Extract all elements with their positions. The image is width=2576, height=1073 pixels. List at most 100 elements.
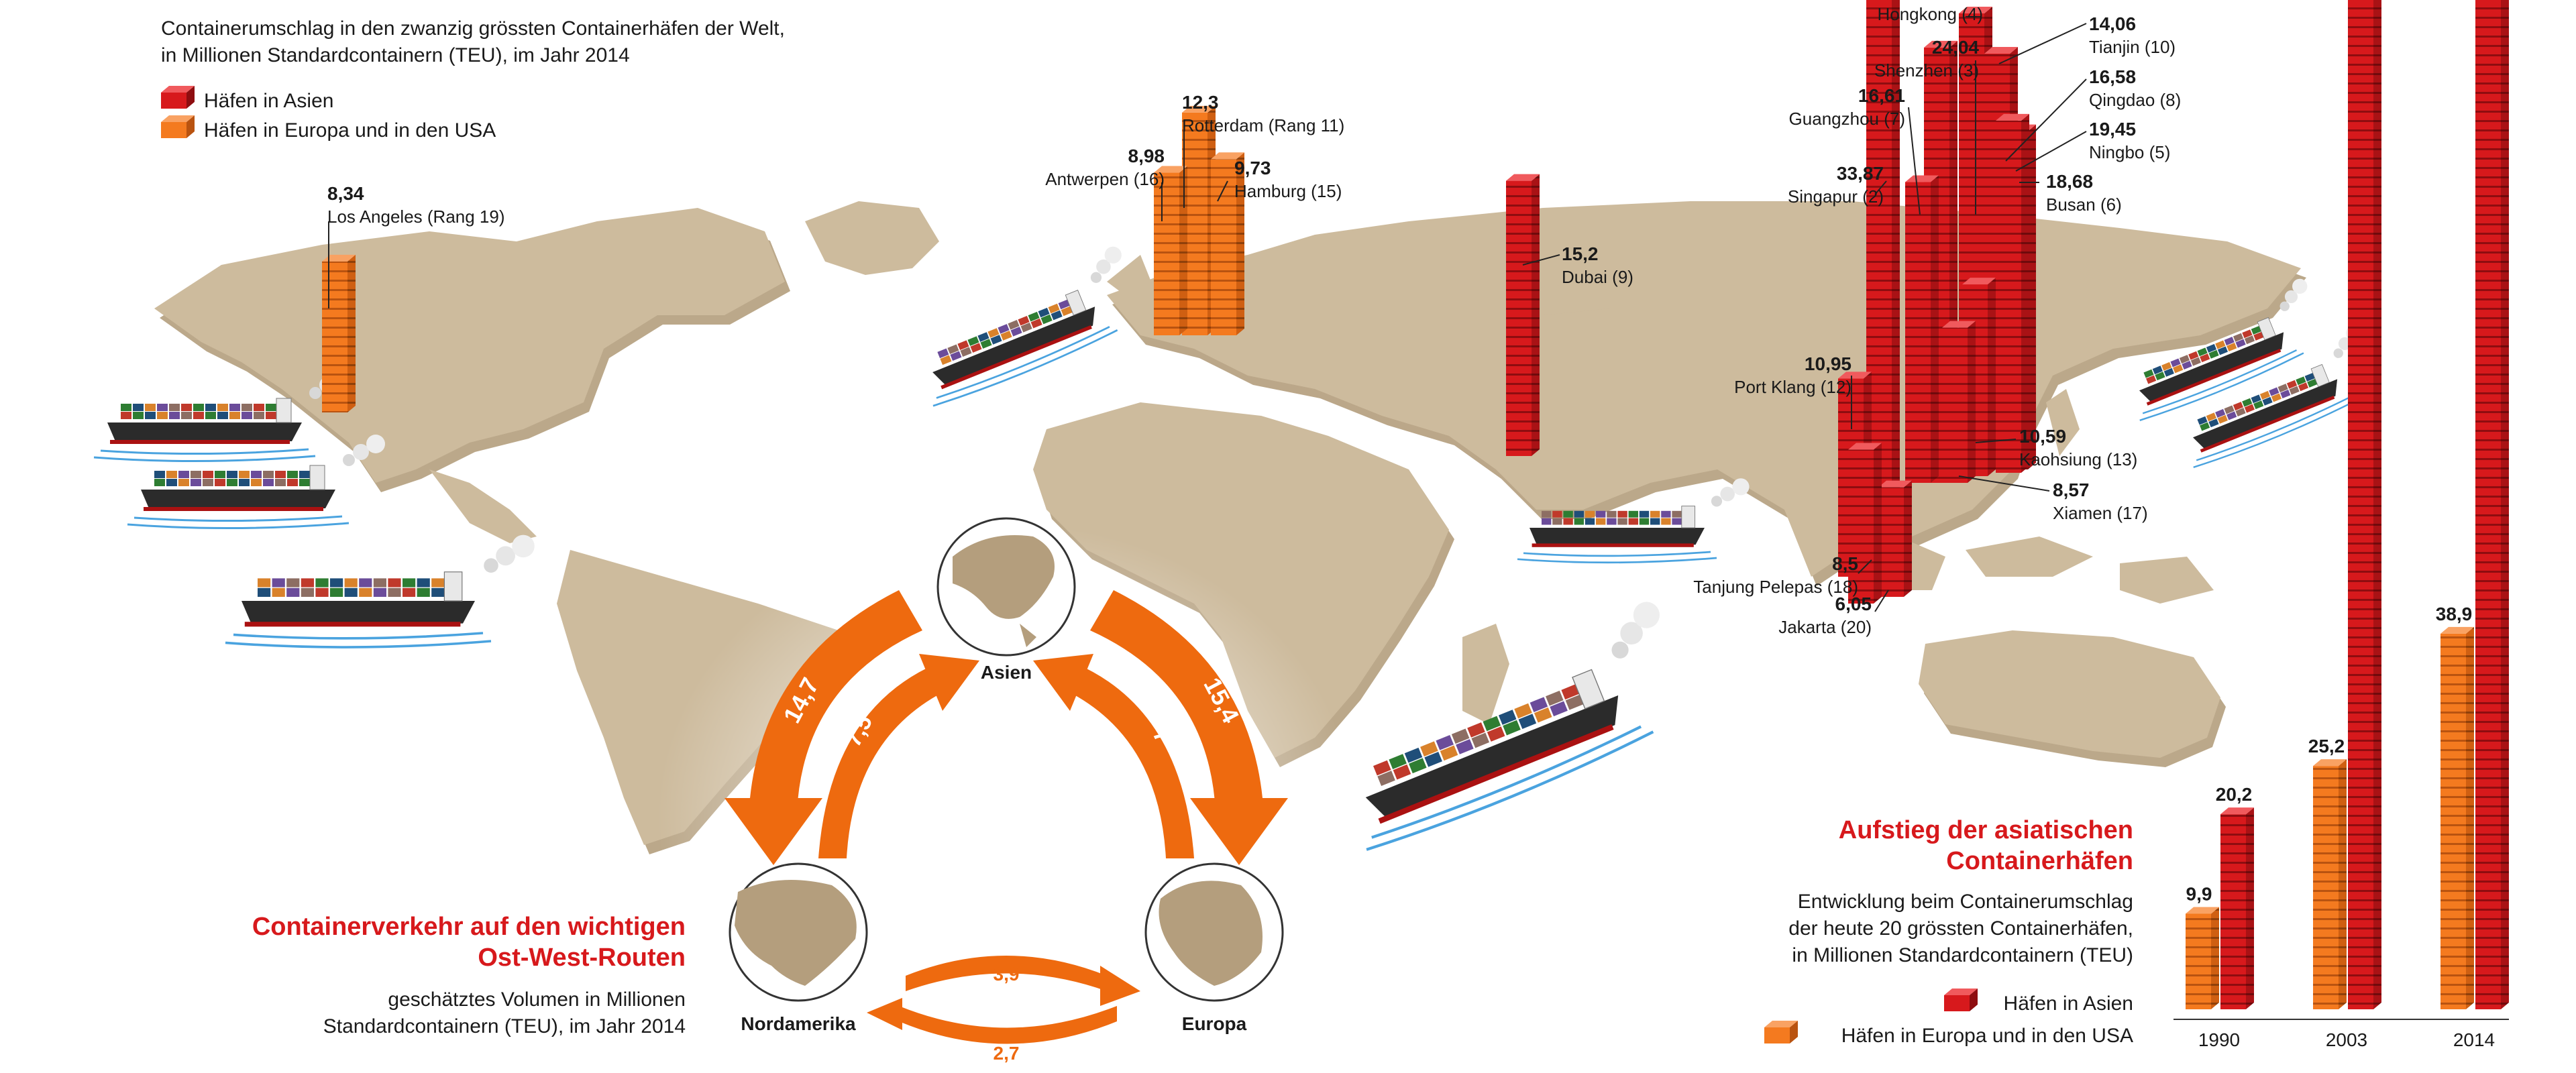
flow-subtitle-line-2: Standardcontainern (TEU), im Jahr 2014 [323, 1015, 686, 1037]
rise-value-europe-usa-2003: 25,2 [2308, 736, 2345, 756]
port-value-guangzhou: 16,61 [1858, 85, 1905, 106]
rise-year-1990: 1990 [2198, 1029, 2240, 1050]
port-value-qingdao: 16,58 [2089, 66, 2136, 87]
rise-legend-asia-swatch [1944, 989, 1978, 1011]
port-leader-kaohsiung [1975, 439, 2017, 443]
rise-bar-asia-2014 [2475, 0, 2509, 1009]
legend-asia-label: Häfen in Asien [204, 90, 333, 112]
rise-year-2003: 2003 [2326, 1029, 2367, 1050]
arrow-asia-to-europe [1090, 590, 1288, 865]
port-value-port-klang: 10,95 [1805, 353, 1851, 374]
ships [93, 246, 2361, 851]
port-leader-guangzhou [1908, 107, 1921, 215]
port-name-ningbo: Ningbo (5) [2089, 142, 2170, 162]
port-value-jakarta: 6,05 [1835, 594, 1872, 614]
rise-subtitle-line-2: der heute 20 grössten Containerhäfen, [1788, 917, 2133, 940]
port-bar-ningbo [1996, 113, 2029, 473]
rise-bar-europe-usa-2014 [2440, 626, 2474, 1009]
ship-pacific-3 [225, 534, 535, 648]
port-bar-los-angeles [322, 254, 356, 412]
intro-line-1: Containerumschlag in den zwanzig grösste… [161, 17, 785, 40]
ship-pacific-2 [127, 435, 385, 530]
flow-title-line-2: Ost-West-Routen [478, 944, 686, 972]
flow-value-na-europe: 3,9 [994, 964, 1020, 984]
port-value-xiamen: 8,57 [2053, 479, 2090, 500]
rise-title-line-1: Aufstieg der asiatischen [1839, 816, 2133, 844]
flow-subtitle-line-1: geschätztes Volumen in Millionen [388, 989, 686, 1011]
port-name-jakarta: Jakarta (20) [1778, 617, 1872, 637]
rise-bar-asia-1990 [2220, 807, 2254, 1009]
globe-asia [936, 517, 1076, 657]
rise-bar-asia-2003 [2348, 0, 2381, 1009]
port-bar-xiamen [1942, 321, 1976, 483]
port-value-hamburg: 9,73 [1234, 158, 1271, 178]
port-name-dubai: Dubai (9) [1562, 267, 1633, 287]
rise-year-2014: 2014 [2453, 1029, 2495, 1050]
port-leader-xiamen [1958, 475, 2050, 492]
port-value-singapur: 33,87 [1837, 163, 1884, 184]
rise-subtitle-line-3: in Millionen Standardcontainern (TEU) [1792, 944, 2133, 966]
arrow-north-america-to-europe [906, 956, 1140, 1006]
rise-legend-asia-label: Häfen in Asien [2004, 993, 2133, 1015]
intro-block: Containerumschlag in den zwanzig grösste… [161, 17, 785, 142]
port-bar-hamburg [1211, 152, 1244, 336]
ship-south-atlantic [1365, 602, 1660, 851]
rise-value-europe-usa-2014: 38,9 [2436, 604, 2473, 624]
port-name-guangzhou: Guangzhou (7) [1789, 109, 1905, 129]
port-value-dubai: 15,2 [1562, 243, 1599, 264]
legend-europe-usa-label: Häfen in Europa und in den USA [204, 119, 496, 142]
port-leader-ningbo [2015, 131, 2087, 172]
port-bar-dubai [1506, 174, 1540, 456]
intro-line-2: in Millionen Standardcontainern (TEU), i… [161, 44, 630, 66]
rise-subtitle-line-1: Entwicklung beim Containerumschlag [1798, 891, 2133, 913]
port-name-shenzhen: Shenzhen (3) [1874, 60, 1979, 80]
rise-legend-europe-usa-swatch [1764, 1021, 1798, 1043]
port-name-qingdao: Qingdao (8) [2089, 90, 2181, 110]
arrow-europe-to-asia [1033, 654, 1194, 858]
port-bar-jakarta [1878, 480, 1912, 597]
port-value-shenzhen: 24,04 [1932, 37, 1979, 58]
port-leader-singapur [1874, 180, 1887, 195]
flow-title-line-1: Containerverkehr auf den wichtigen [252, 913, 686, 941]
rise-bar-europe-usa-2003 [2313, 759, 2347, 1009]
port-name-hongkong: Hongkong (4) [1877, 4, 1983, 24]
port-name-los-angeles: Los Angeles (Rang 19) [327, 207, 505, 227]
port-leader-dubai [1522, 254, 1560, 266]
port-name-antwerpen: Antwerpen (16) [1045, 169, 1165, 189]
port-name-port-klang: Port Klang (12) [1734, 377, 1851, 397]
port-name-tanjung-pelepas: Tanjung Pelepas (18) [1693, 577, 1858, 597]
rise-legend-europe-usa-label: Häfen in Europa und in den USA [1841, 1025, 2133, 1047]
legend-asia-swatch [161, 86, 195, 109]
rise-bar-europe-usa-1990 [2186, 907, 2219, 1009]
globe-north-america [729, 862, 868, 1002]
port-value-busan: 18,68 [2046, 171, 2093, 192]
port-name-singapur: Singapur (2) [1788, 186, 1884, 207]
port-value-ningbo: 19,45 [2089, 119, 2136, 139]
arrow-north-america-to-asia [818, 654, 979, 858]
port-name-tianjin: Tianjin (10) [2089, 37, 2176, 57]
port-bar-guangzhou [1905, 175, 1939, 483]
port-name-xiamen: Xiamen (17) [2053, 503, 2148, 523]
flow-diagram: 14,7 7,5 15,4 7 3,9 2,7 Asien Nordamerik… [252, 517, 1288, 1064]
ship-atlantic [932, 246, 1122, 407]
port-value-kaohsiung: 10,59 [2019, 426, 2066, 447]
port-value-antwerpen: 8,98 [1128, 146, 1165, 166]
arrow-asia-to-north-america [724, 590, 922, 865]
port-value-tianjin: 14,06 [2089, 13, 2136, 34]
globe-europe [1144, 862, 1284, 1002]
port-bars [322, 0, 2036, 604]
port-name-busan: Busan (6) [2046, 194, 2122, 215]
port-value-rotterdam: 12,3 [1182, 92, 1219, 113]
rise-value-asia-1990: 20,2 [2216, 784, 2253, 805]
legend-europe-usa-swatch [161, 115, 195, 138]
port-leader-hamburg [1217, 180, 1228, 202]
ship-pacific-east-2 [2192, 325, 2361, 468]
port-leader-qingdao [2005, 78, 2087, 162]
port-leader-tanjung-pelepas [1858, 559, 1872, 574]
rise-title-line-2: Containerhäfen [1946, 847, 2133, 875]
port-name-hamburg: Hamburg (15) [1234, 181, 1342, 201]
port-leader-jakarta [1874, 589, 1889, 612]
